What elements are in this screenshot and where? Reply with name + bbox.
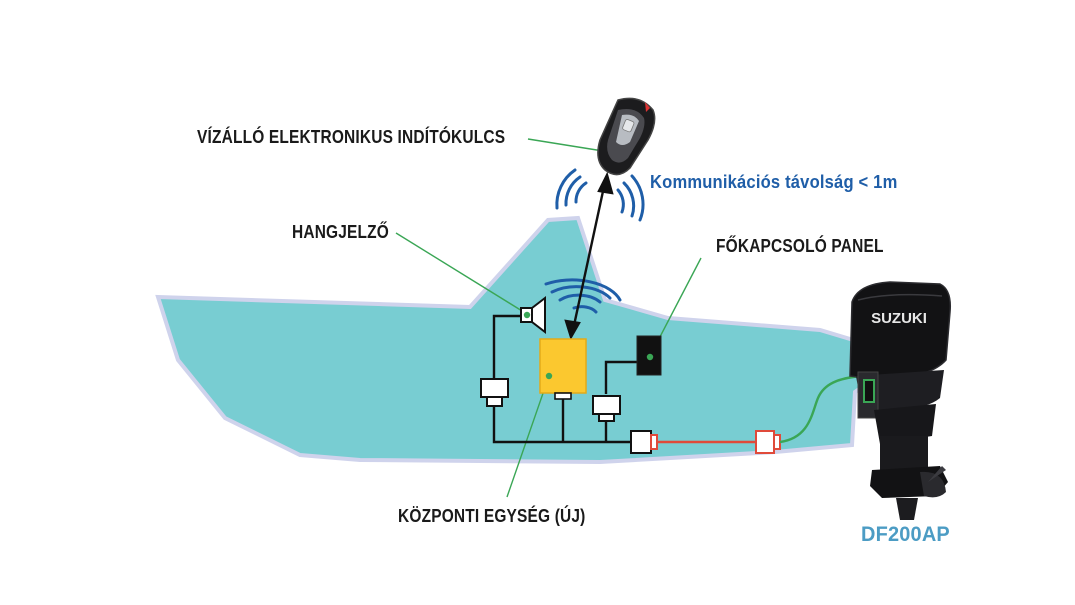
right-connector — [592, 395, 621, 422]
left-connector — [480, 378, 509, 407]
engine-brand-badge — [866, 306, 932, 328]
central-unit — [539, 338, 587, 400]
main-switch-panel — [636, 335, 662, 376]
leader-line-buzzer — [395, 232, 528, 315]
key-fob-signal-waves — [555, 168, 645, 222]
communication-range-label: Kommunikációs távolság < 1m — [650, 172, 898, 192]
engine-brand: SUZUKI — [871, 310, 927, 327]
communication-arrow — [564, 171, 614, 340]
leader-line-key-fob — [527, 138, 604, 152]
engine-harness — [779, 374, 863, 444]
outboard-engine: SUZUKI — [849, 281, 952, 520]
key-fob-label: VÍZÁLLÓ ELEKTRONIKUS INDÍTÓKULCS — [197, 127, 506, 147]
buzzer-label: HANGJELZŐ — [292, 222, 390, 242]
leader-line-central-unit — [506, 375, 550, 498]
engine-cable-connector — [755, 430, 781, 454]
boat-cable-connector — [630, 430, 658, 454]
engine-model-label: DF200AP — [861, 523, 950, 546]
central-unit-label: KÖZPONTI EGYSÉG (ÚJ) — [398, 506, 586, 526]
buzzer — [520, 295, 546, 335]
key-fob — [597, 97, 656, 176]
main-switch-panel-label: FŐKAPCSOLÓ PANEL — [716, 236, 884, 256]
